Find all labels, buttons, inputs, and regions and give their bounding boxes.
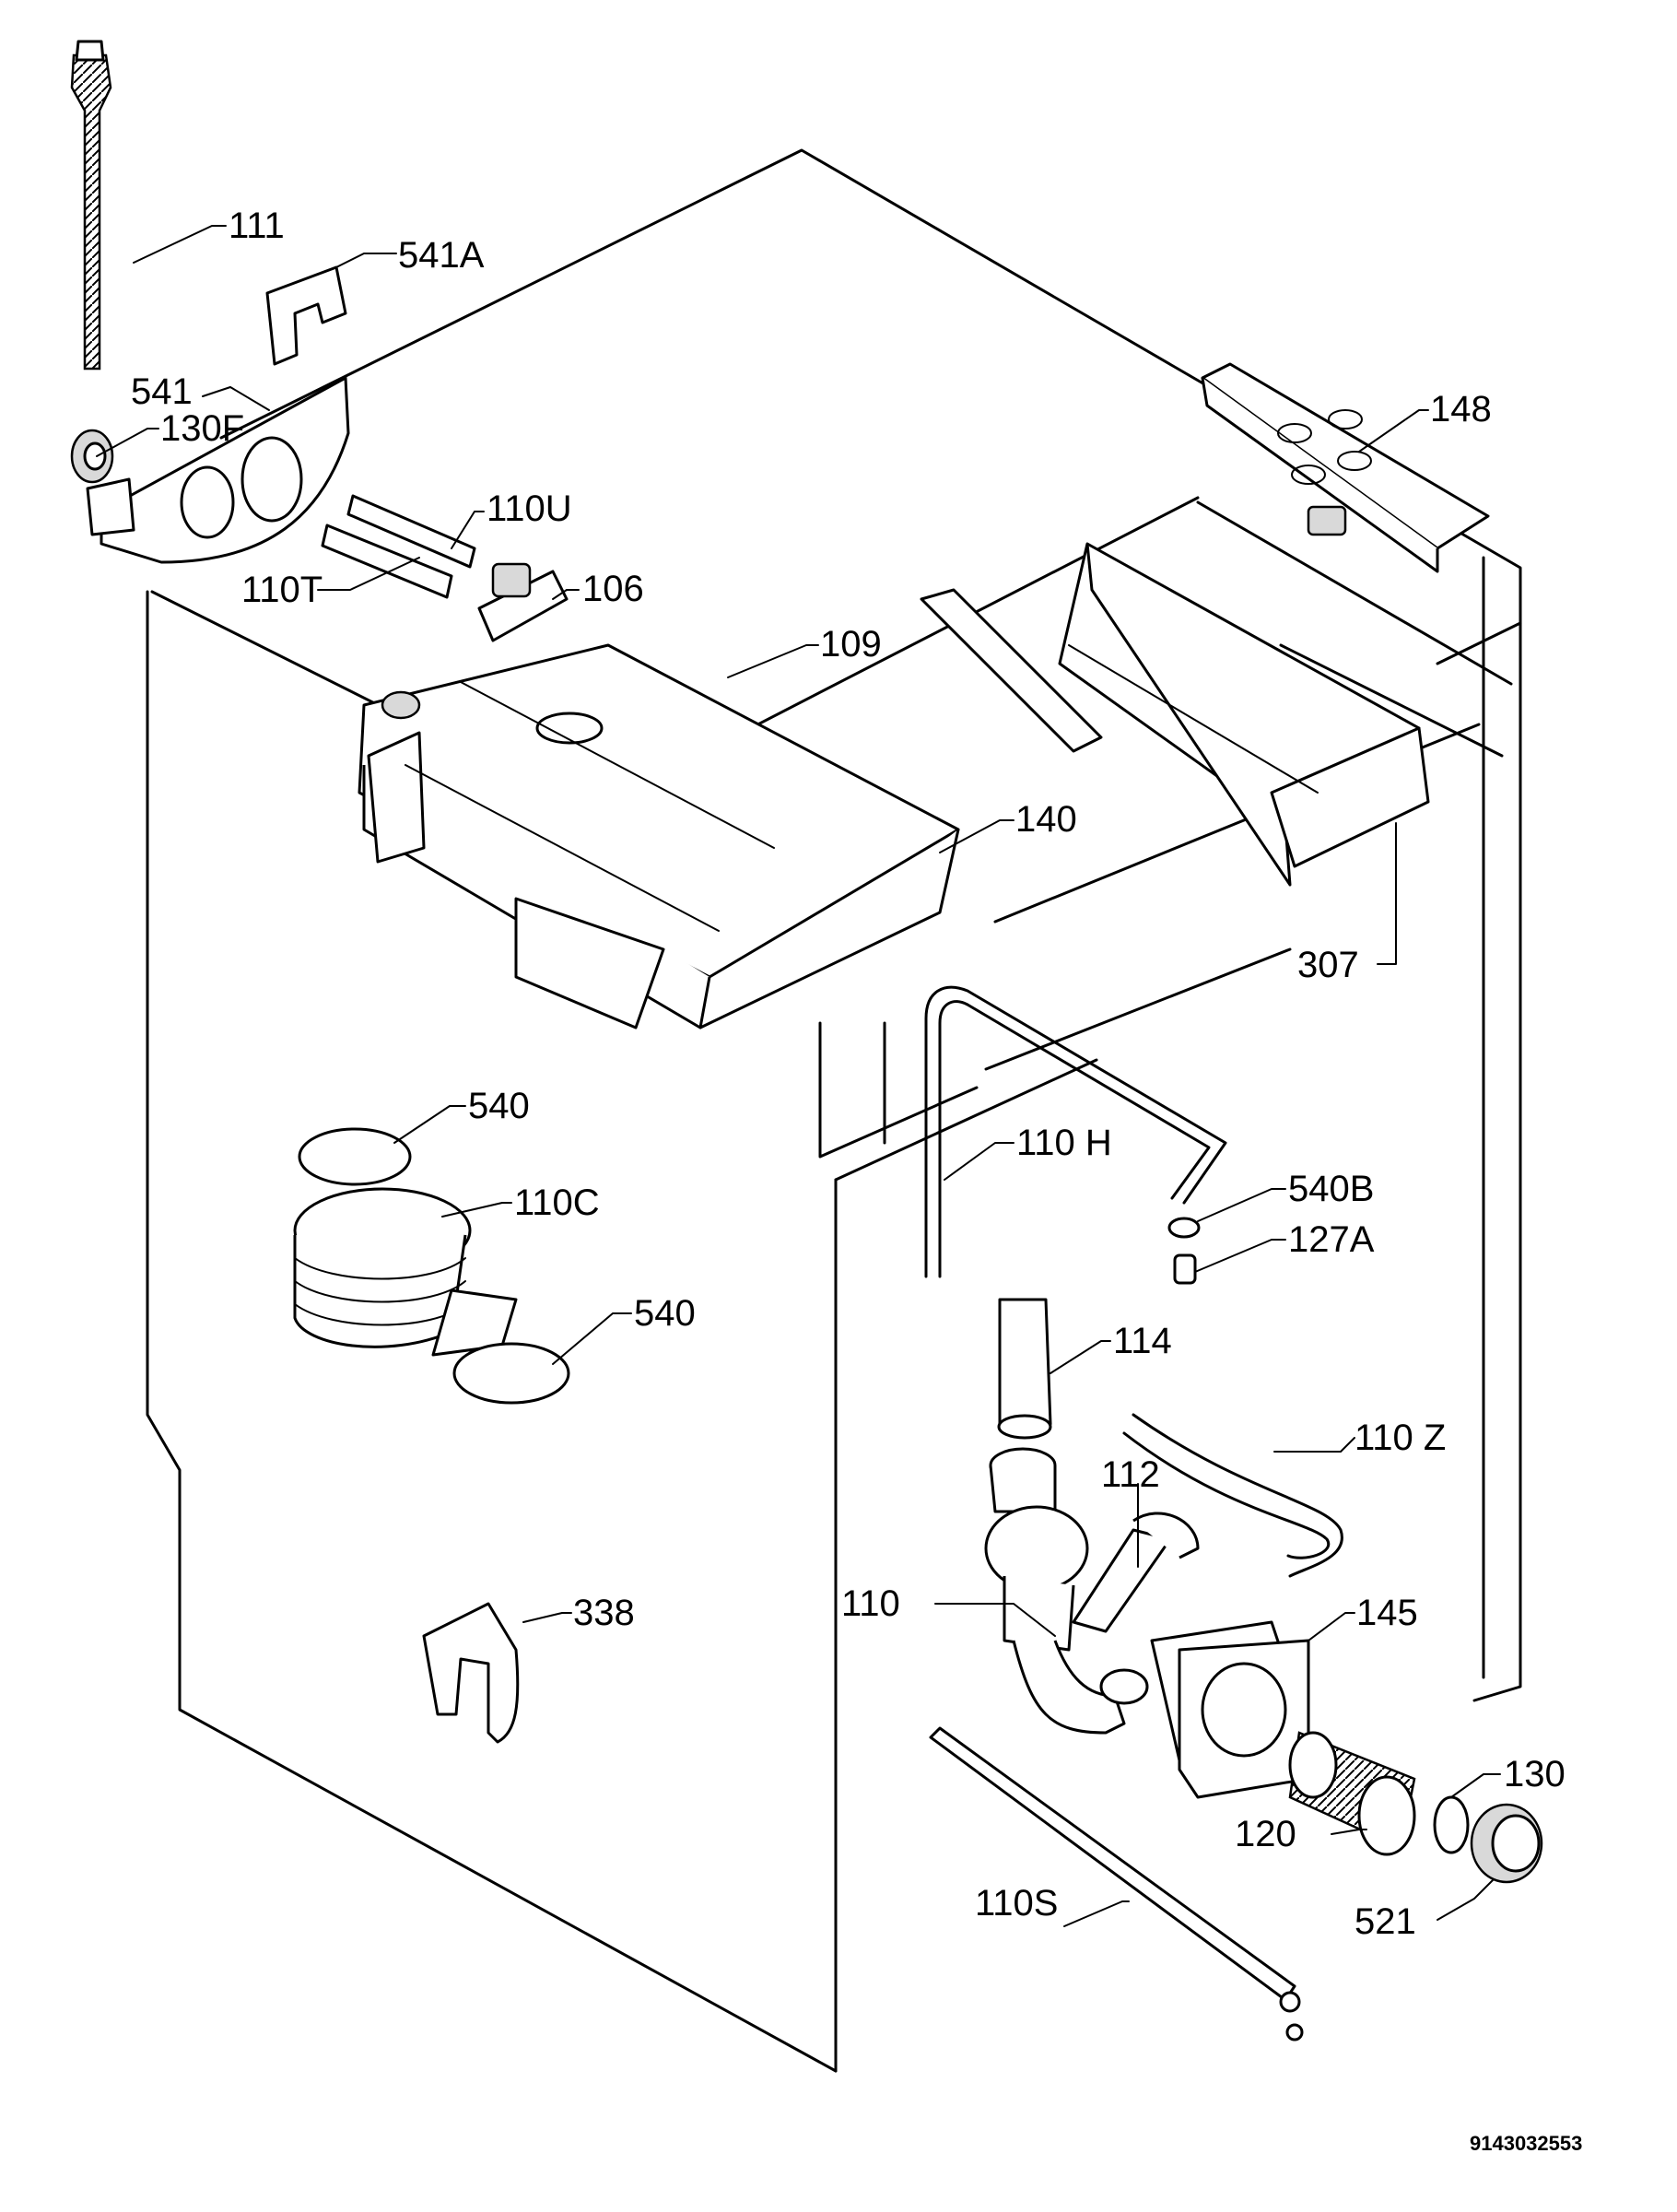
callout-111: 111: [229, 206, 285, 246]
fitting-127a: [1173, 1253, 1197, 1285]
callout-112: 112: [1101, 1454, 1160, 1495]
callout-540b: 540B: [1288, 1169, 1374, 1209]
mounting-plate-541: [86, 376, 350, 564]
drawer-307: [920, 542, 1430, 887]
lid-148: [1201, 362, 1490, 573]
callout-110t: 110T: [241, 570, 322, 610]
bracket-541a: [265, 265, 347, 366]
ring-nut-130f: [70, 429, 114, 484]
callout-106: 106: [582, 569, 644, 609]
cap-521: [1470, 1803, 1543, 1884]
filter-120: [1288, 1731, 1416, 1856]
seal-130: [1433, 1795, 1470, 1854]
callout-127a: 127A: [1288, 1219, 1375, 1260]
dispenser-housing-109-140: [358, 643, 960, 1030]
callout-145: 145: [1356, 1593, 1418, 1633]
callout-110c: 110C: [514, 1182, 600, 1223]
hose-110h: [924, 985, 1227, 1278]
callout-148: 148: [1430, 389, 1492, 429]
callout-540-upper: 540: [468, 1086, 530, 1126]
callout-130: 130: [1504, 1754, 1566, 1794]
hose-110z: [1122, 1413, 1343, 1578]
callout-130f: 130F: [160, 408, 244, 449]
callout-541a: 541A: [398, 235, 485, 276]
callout-521: 521: [1354, 1901, 1416, 1942]
inlet-hose-111: [70, 40, 112, 371]
callout-338: 338: [573, 1593, 635, 1633]
leader-lines: [96, 225, 1501, 1927]
emptying-tube-110s: [929, 1726, 1304, 2041]
callout-140: 140: [1015, 799, 1077, 840]
callout-307: 307: [1297, 945, 1359, 985]
drawing-number: 9143032553: [1470, 2132, 1582, 2155]
callout-540-lower: 540: [634, 1293, 696, 1334]
callout-114: 114: [1113, 1321, 1172, 1361]
cabinet-outline: [146, 148, 1522, 2073]
callout-110: 110: [841, 1583, 900, 1624]
callout-110h: 110 H: [1016, 1123, 1112, 1163]
pump-housing-145: [1099, 1620, 1310, 1799]
callout-110s: 110S: [975, 1883, 1058, 1924]
callout-labels: 111 541A 541 130F 110U 110T 106 109 148 …: [131, 206, 1566, 1942]
callout-110z: 110 Z: [1354, 1418, 1446, 1458]
clamp-540-lower: [452, 1342, 570, 1405]
clamp-540-upper: [298, 1127, 412, 1186]
callout-541: 541: [131, 371, 193, 412]
clamp-540b: [1167, 1217, 1201, 1239]
callout-109: 109: [820, 624, 882, 665]
pressure-switch-114: [997, 1298, 1052, 1440]
bellows-110c: [293, 1187, 518, 1357]
callout-120: 120: [1235, 1814, 1296, 1854]
clip-338: [422, 1602, 520, 1744]
valve-106: [477, 562, 569, 642]
callout-110u: 110U: [487, 488, 572, 529]
drain-assembly-110-112: [984, 1447, 1200, 1735]
tubes-110u-110t: [321, 494, 476, 599]
